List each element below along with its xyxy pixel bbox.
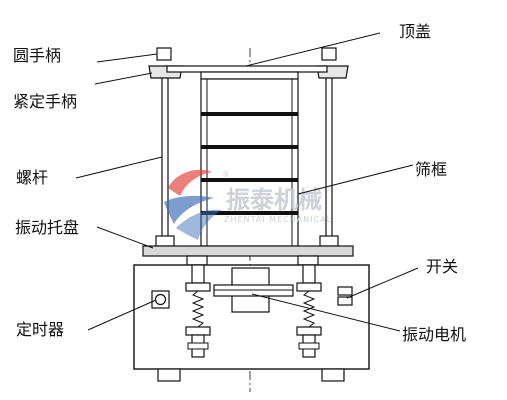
label-vibration-tray: 振动托盘	[15, 218, 79, 237]
label-round-handle: 圆手柄	[13, 46, 61, 65]
power-switch	[337, 286, 353, 306]
label-sieve-frame: 筛框	[415, 160, 447, 179]
top-cover-plate	[166, 65, 328, 73]
top-cover	[148, 47, 349, 80]
label-lock-handle: 紧定手柄	[13, 92, 77, 111]
watermark-brand-en: ZHENTAI MECHANICAL	[224, 215, 332, 224]
leader-lines	[75, 32, 419, 332]
sieve-mesh-3	[201, 178, 298, 182]
round-handle-right	[321, 47, 337, 61]
watermark-registered-mark: ®	[222, 170, 230, 179]
foot-left	[157, 368, 181, 382]
base-body	[133, 264, 370, 370]
screw-rods	[155, 78, 339, 247]
label-screw-rod: 螺杆	[16, 168, 48, 187]
foot-right	[321, 368, 345, 382]
round-handle-left	[156, 47, 172, 61]
spring-left	[191, 290, 205, 328]
brand-watermark: ® 振泰机械 ZHENTAI MECHANICAL	[164, 169, 332, 240]
brand-logo-icon	[168, 169, 212, 196]
label-switch: 开关	[426, 257, 458, 276]
label-top-cover: 顶盖	[399, 22, 431, 41]
sieve-mesh-2	[201, 145, 298, 149]
sieve-mesh-4	[201, 211, 298, 215]
spring-right	[302, 290, 316, 328]
sieve-mesh-1	[201, 112, 298, 116]
label-timer: 定时器	[16, 320, 64, 339]
vibration-tray	[142, 245, 354, 257]
watermark-brand-cn: 振泰机械	[226, 186, 322, 214]
label-vibration-motor: 振动电机	[402, 325, 466, 344]
top-cover-rim	[200, 71, 299, 80]
